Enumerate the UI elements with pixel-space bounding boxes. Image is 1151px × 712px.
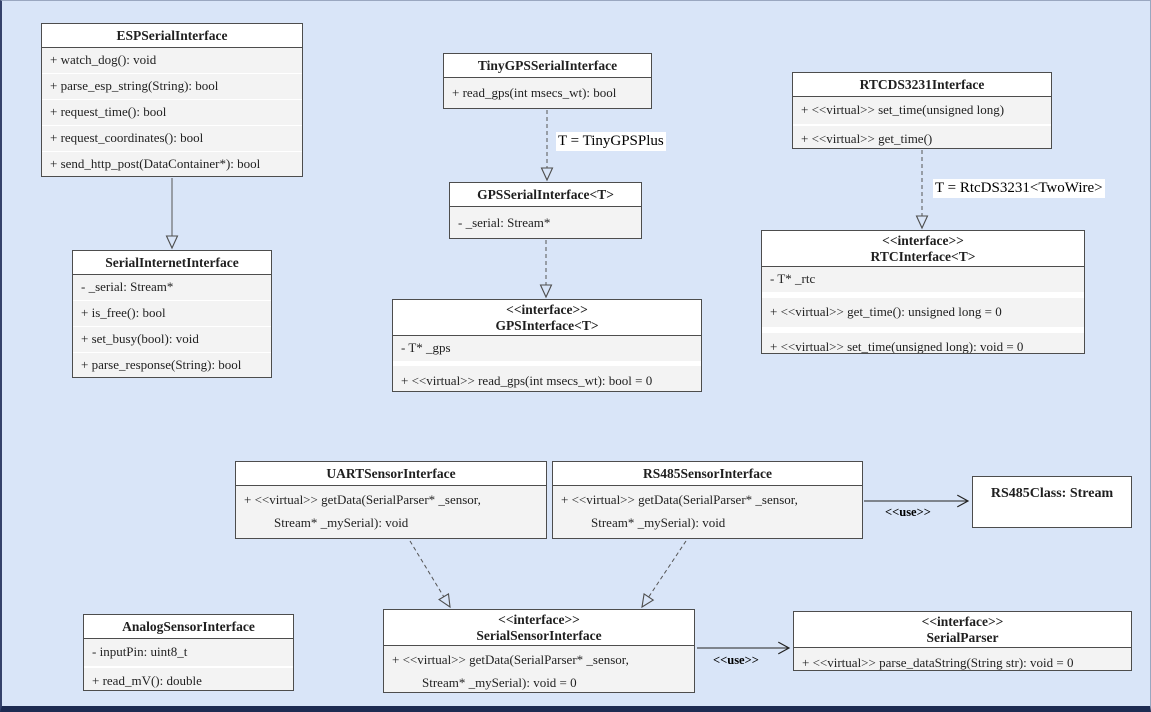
class-stereotype: <<interface>> [498,612,580,627]
class-box-gpsinterface: <<interface>> GPSInterface<T> - T* _gps … [392,299,702,392]
class-member: + <<virtual>> parse_dataString(String st… [794,648,1131,670]
class-attribute: - T* _rtc [762,267,1084,292]
class-member: + read_mV(): double [84,668,293,690]
class-member: + <<virtual>> getData(SerialParser* _sen… [236,486,546,513]
class-attribute: - _serial: Stream* [73,275,271,301]
class-member: + watch_dog(): void [42,48,302,74]
class-member: + <<virtual>> set_time(unsigned long) [793,97,1051,125]
class-member: + set_busy(bool): void [73,326,271,352]
edge-label-use-rs485: <<use>> [885,505,931,519]
edge-label-use-parser: <<use>> [713,653,759,667]
class-title: RTCDS3231Interface [793,73,1051,98]
class-box-analogsensorinterface: AnalogSensorInterface - inputPin: uint8_… [83,614,294,691]
class-member: + request_coordinates(): bool [42,125,302,151]
class-name: GPSInterface<T> [495,317,599,333]
class-member: + is_free(): bool [73,301,271,326]
class-title: <<interface>> SerialSensorInterface [384,610,694,647]
class-name: SerialParser [926,629,999,645]
class-member: + parse_response(String): bool [73,352,271,377]
class-box-uartsensorinterface: UARTSensorInterface + <<virtual>> getDat… [235,461,547,539]
class-member: + <<virtual>> getData(SerialParser* _sen… [553,486,862,513]
class-title: GPSSerialInterface<T> [450,183,641,208]
class-member: + request_time(): bool [42,99,302,125]
class-title: RS485SensorInterface [553,462,862,487]
class-box-serialparser: <<interface>> SerialParser + <<virtual>>… [793,611,1132,671]
class-member: + read_gps(int msecs_wt): bool [444,78,651,108]
class-title: RS485Class: Stream [990,486,1114,501]
edge-realization-uart-to-serialsensor [409,540,451,609]
class-member: + <<virtual>> get_time() [793,126,1051,148]
class-member: + parse_esp_string(String): bool [42,74,302,99]
class-title: <<interface>> RTCInterface<T> [762,231,1084,268]
class-box-rs485class: RS485Class: Stream [972,476,1132,528]
class-title: <<interface>> GPSInterface<T> [393,300,701,337]
class-member: + <<virtual>> read_gps(int msecs_wt): bo… [393,365,701,391]
class-attribute: - T* _gps [393,336,701,361]
class-box-serialsensorinterface: <<interface>> SerialSensorInterface + <<… [383,609,695,693]
class-box-espserialinterface: ESPSerialInterface + watch_dog(): void +… [41,23,303,177]
edge-realization-rs485-to-serialsensor [641,540,687,609]
class-attribute: - _serial: Stream* [450,207,641,238]
class-box-rtcinterface: <<interface>> RTCInterface<T> - T* _rtc … [761,230,1085,354]
class-name: RTCInterface<T> [870,248,976,264]
class-box-rs485sensorinterface: RS485SensorInterface + <<virtual>> getDa… [552,461,863,539]
class-title: ESPSerialInterface [42,24,302,49]
class-member: + <<virtual>> get_time(): unsigned long … [762,297,1084,327]
class-title: SerialInternetInterface [73,251,271,276]
class-stereotype: <<interface>> [882,233,964,248]
class-name: SerialSensorInterface [476,627,602,643]
class-attribute: - inputPin: uint8_t [84,639,293,667]
class-member: + <<virtual>> set_time(unsigned long): v… [762,332,1084,353]
edge-label-template-binding-tinygps: T = TinyGPSPlus [556,132,666,151]
class-member-continuation: Stream* _mySerial): void [236,512,546,538]
class-title: UARTSensorInterface [236,462,546,487]
class-member-continuation: Stream* _mySerial): void [553,512,862,538]
edge-label-template-binding-rtc: T = RtcDS3231<TwoWire> [933,179,1105,198]
class-title: TinyGPSSerialInterface [444,54,651,79]
class-stereotype: <<interface>> [921,614,1004,629]
class-box-tinygpsserialinterface: TinyGPSSerialInterface + read_gps(int ms… [443,53,652,109]
class-box-serialinternetinterface: SerialInternetInterface - _serial: Strea… [72,250,272,378]
class-box-rtcds3231interface: RTCDS3231Interface + <<virtual>> set_tim… [792,72,1052,149]
class-member-continuation: Stream* _mySerial): void = 0 [384,671,694,692]
class-stereotype: <<interface>> [506,302,588,317]
class-title: AnalogSensorInterface [84,615,293,640]
class-member: + send_http_post(DataContainer*): bool [42,151,302,176]
class-title: <<interface>> SerialParser [794,612,1131,649]
class-member: + <<virtual>> getData(SerialParser* _sen… [384,646,694,672]
class-box-gpsserialinterface: GPSSerialInterface<T> - _serial: Stream* [449,182,642,239]
